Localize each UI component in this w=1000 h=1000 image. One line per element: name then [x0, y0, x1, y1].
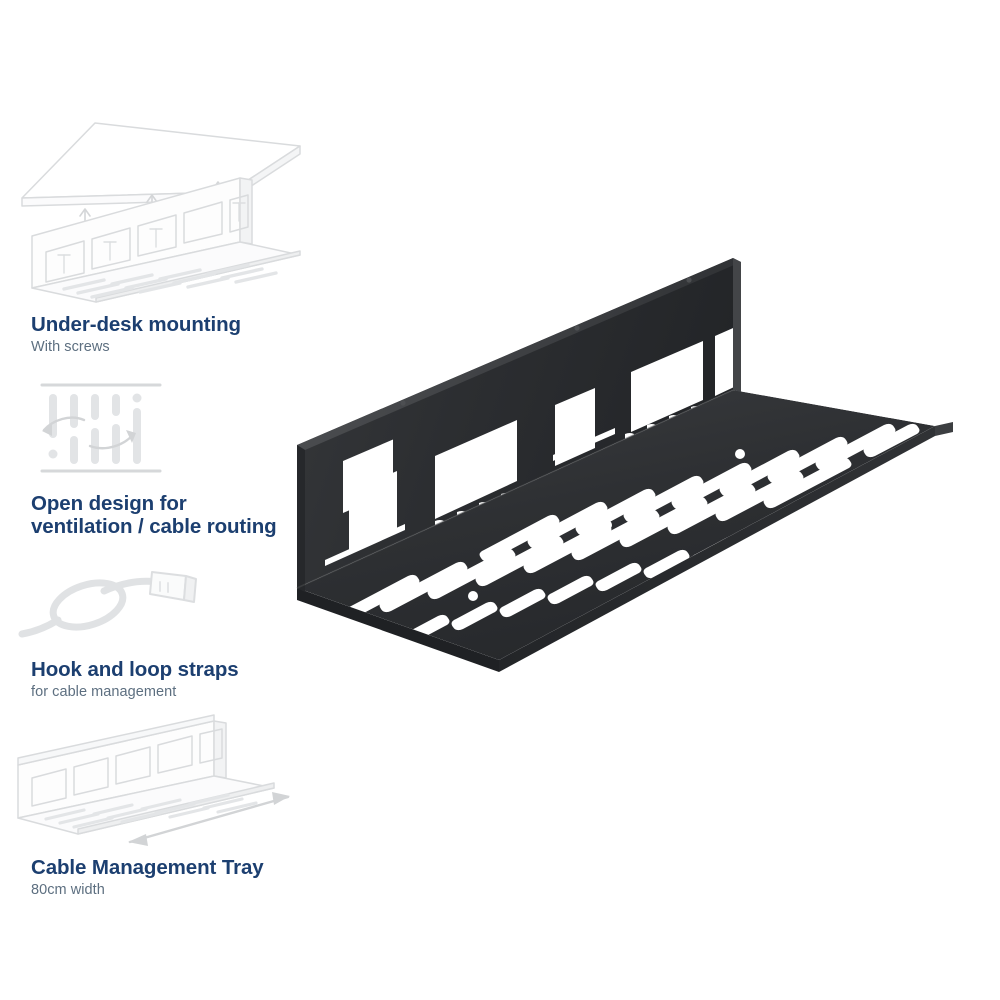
- under-desk-mount-illustration: [0, 118, 330, 303]
- tray-base: [297, 390, 953, 672]
- feature-title: Open design for ventilation / cable rout…: [31, 492, 277, 539]
- feature-title: Under-desk mounting: [31, 313, 241, 336]
- slot-bars: [48, 393, 142, 464]
- feature-title: Hook and loop straps: [31, 658, 239, 681]
- feature-text-block: Open design for ventilation / cable rout…: [0, 492, 330, 538]
- feature-subtitle: 80cm width: [31, 882, 105, 899]
- rail-lines: [40, 383, 162, 473]
- feature-text-block: Hook and loop straps for cable managemen…: [0, 658, 330, 702]
- product-photo-cable-management-tray: [285, 240, 985, 695]
- width-dimension-arrow: [128, 792, 290, 846]
- feature-cable-management-tray: Cable Management Tray 80cm width: [0, 714, 330, 900]
- feature-open-design: Open design for ventilation / cable rout…: [0, 378, 330, 541]
- feature-subtitle: for cable management: [31, 684, 177, 701]
- ventilation-slots-illustration: [0, 378, 330, 478]
- feature-hook-and-loop-straps: Hook and loop straps for cable managemen…: [0, 558, 330, 702]
- feature-title: Cable Management Tray: [31, 856, 264, 879]
- airflow-arrows: [42, 416, 136, 450]
- feature-under-desk-mounting: Under-desk mounting With screws: [0, 118, 330, 357]
- feature-subtitle: With screws: [31, 339, 110, 356]
- coiled-cable-illustration: [0, 558, 330, 650]
- product-render: [296, 258, 953, 672]
- tray-back-panel: [297, 258, 741, 592]
- feature-text-block: Cable Management Tray 80cm width: [0, 856, 330, 900]
- feature-text-block: Under-desk mounting With screws: [0, 313, 330, 357]
- tray-width-dimension-illustration: [0, 714, 330, 846]
